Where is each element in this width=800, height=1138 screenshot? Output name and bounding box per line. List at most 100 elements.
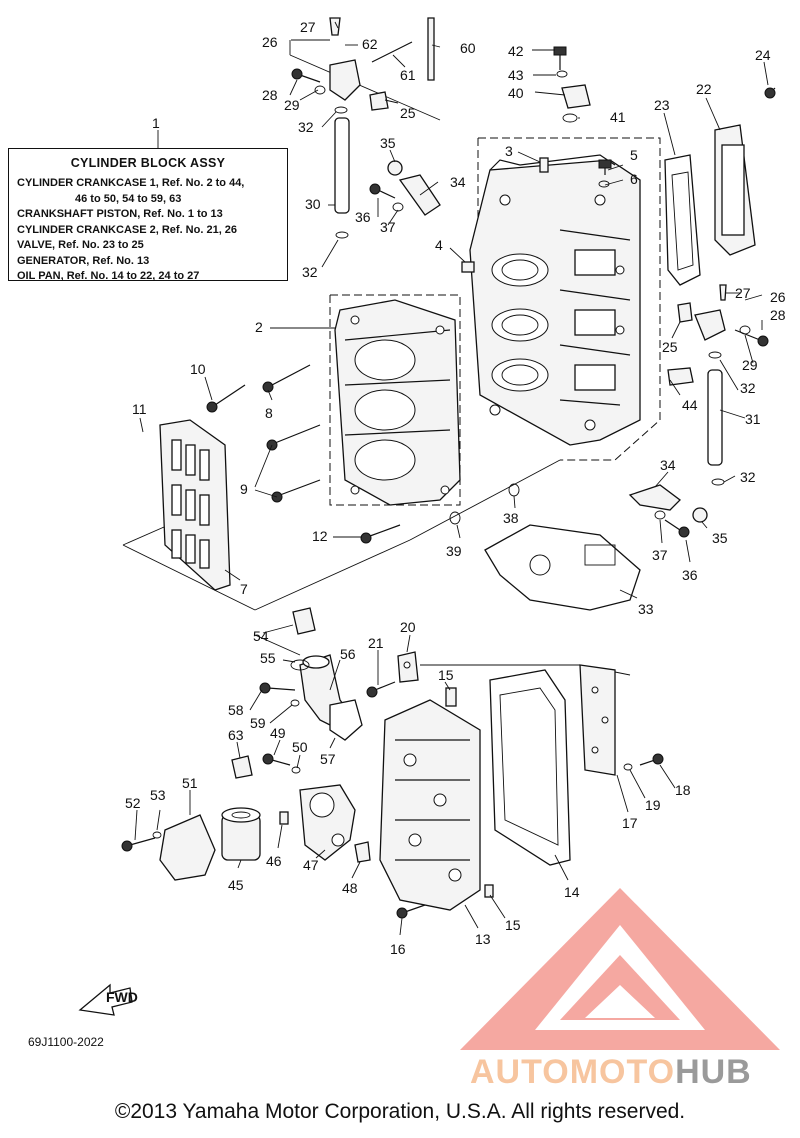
upper-frame-lines: [122, 40, 561, 611]
callout-35b: 35: [712, 530, 728, 546]
callout-15b: 15: [505, 917, 521, 933]
fwd-label: FWD: [106, 989, 138, 1005]
callout-16: 16: [390, 941, 406, 957]
oil-filter-cover: [159, 814, 216, 881]
pipes: [334, 117, 723, 466]
callout-17: 17: [622, 815, 638, 831]
callout-2: 2: [255, 319, 263, 335]
callout-50: 50: [292, 739, 308, 755]
callout-48: 48: [342, 880, 358, 896]
oil-pan-plate: [579, 664, 616, 776]
callout-15a: 15: [438, 667, 454, 683]
callout-9: 9: [240, 481, 248, 497]
leader-lines: [134, 21, 769, 936]
callout-33: 33: [638, 601, 654, 617]
cylinder-block: [469, 154, 641, 446]
callout-32a: 32: [298, 119, 314, 135]
oil-pan-housing: [379, 699, 481, 911]
legend-line-4: CYLINDER CRANKCASE 2, Ref. No. 21, 26: [17, 223, 238, 236]
callout-52: 52: [125, 795, 141, 811]
callout-1: 1: [152, 115, 160, 131]
callout-8: 8: [265, 405, 273, 421]
callout-37b: 37: [652, 547, 668, 563]
callout-51: 51: [182, 775, 198, 791]
callout-26a: 26: [262, 34, 278, 50]
housing-gasket: [329, 699, 363, 741]
brackets-fittings: [231, 17, 727, 898]
watermark-logo-icon: [460, 888, 780, 1050]
callout-25a: 25: [400, 105, 416, 121]
crankcase: [334, 299, 461, 506]
callout-38: 38: [503, 510, 519, 526]
callout-40: 40: [508, 85, 524, 101]
cover-plate: [159, 419, 231, 591]
callout-7: 7: [240, 581, 248, 597]
callout-43: 43: [508, 67, 524, 83]
base-gasket: [484, 524, 641, 611]
callout-31: 31: [745, 411, 761, 427]
callout-27b: 27: [735, 285, 751, 301]
callout-32b: 32: [302, 264, 318, 280]
copyright-notice: ©2013 Yamaha Motor Corporation, U.S.A. A…: [114, 1100, 686, 1123]
callout-42: 42: [508, 43, 524, 59]
callout-34b: 34: [660, 457, 676, 473]
callout-30: 30: [305, 196, 321, 212]
callout-49: 49: [270, 725, 286, 741]
callout-46: 46: [266, 853, 282, 869]
callout-36b: 36: [682, 567, 698, 583]
callout-25b: 25: [662, 339, 678, 355]
callout-56: 56: [340, 646, 356, 662]
callout-13: 13: [475, 931, 491, 947]
callout-numbers: 1 2 3 4 5 6 7 8 9 10 11 12 13 14 15 15 1…: [125, 19, 786, 957]
legend-line-5: VALVE, Ref. No. 23 to 25: [17, 239, 144, 251]
oil-filter-housing: [299, 784, 356, 861]
callout-27a: 27: [300, 19, 316, 35]
legend-line-3: CRANKSHAFT PISTON, Ref. No. 1 to 13: [17, 208, 223, 220]
callout-61: 61: [400, 67, 416, 83]
callout-47: 47: [303, 857, 319, 873]
callout-5: 5: [630, 147, 638, 163]
oil-filter: [221, 807, 261, 861]
callout-22: 22: [696, 81, 712, 97]
cylinder-block-assy-legend: CYLINDER BLOCK ASSY CYLINDER CRANKCASE 1…: [8, 148, 288, 282]
watermark-text: AUTOMOTOHUB: [470, 1053, 752, 1092]
callout-10: 10: [190, 361, 206, 377]
callout-53: 53: [150, 787, 166, 803]
legend-line-2: 46 to 50, 54 to 59, 63: [75, 192, 182, 205]
callout-34a: 34: [450, 174, 466, 190]
watermark-part-2: HUB: [675, 1053, 752, 1091]
diagram-code: 69J1100-2022: [28, 1035, 104, 1049]
callout-18: 18: [675, 782, 691, 798]
callout-6: 6: [630, 171, 638, 187]
callout-44: 44: [682, 397, 698, 413]
callout-35a: 35: [380, 135, 396, 151]
callout-20: 20: [400, 619, 416, 635]
callout-26b: 26: [770, 289, 786, 305]
exhaust-gasket: [664, 154, 701, 286]
callout-3: 3: [505, 143, 513, 159]
callout-28b: 28: [770, 307, 786, 323]
callout-11: 11: [132, 401, 147, 417]
callout-28a: 28: [262, 87, 278, 103]
callout-29a: 29: [284, 97, 300, 113]
bolts: [121, 46, 776, 919]
callout-29b: 29: [742, 357, 758, 373]
exhaust-cover: [714, 124, 756, 256]
forward-arrow-icon: FWD: [78, 983, 138, 1016]
legend-line-6: GENERATOR, Ref. No. 13: [17, 254, 150, 267]
bracket-plate: [397, 651, 419, 683]
callout-45: 45: [228, 877, 244, 893]
callout-24: 24: [755, 47, 771, 63]
callout-12: 12: [312, 528, 328, 544]
callout-14: 14: [564, 884, 580, 900]
callout-58: 58: [228, 702, 244, 718]
callout-21: 21: [368, 635, 384, 651]
callout-54: 54: [253, 628, 269, 644]
callout-60: 60: [460, 40, 476, 56]
callout-57: 57: [320, 751, 336, 767]
watermark-part-1: AUTOMOTO: [470, 1053, 676, 1091]
legend-line-1: CYLINDER CRANKCASE 1, Ref. No. 2 to 44,: [17, 177, 245, 189]
callout-4: 4: [435, 237, 443, 253]
